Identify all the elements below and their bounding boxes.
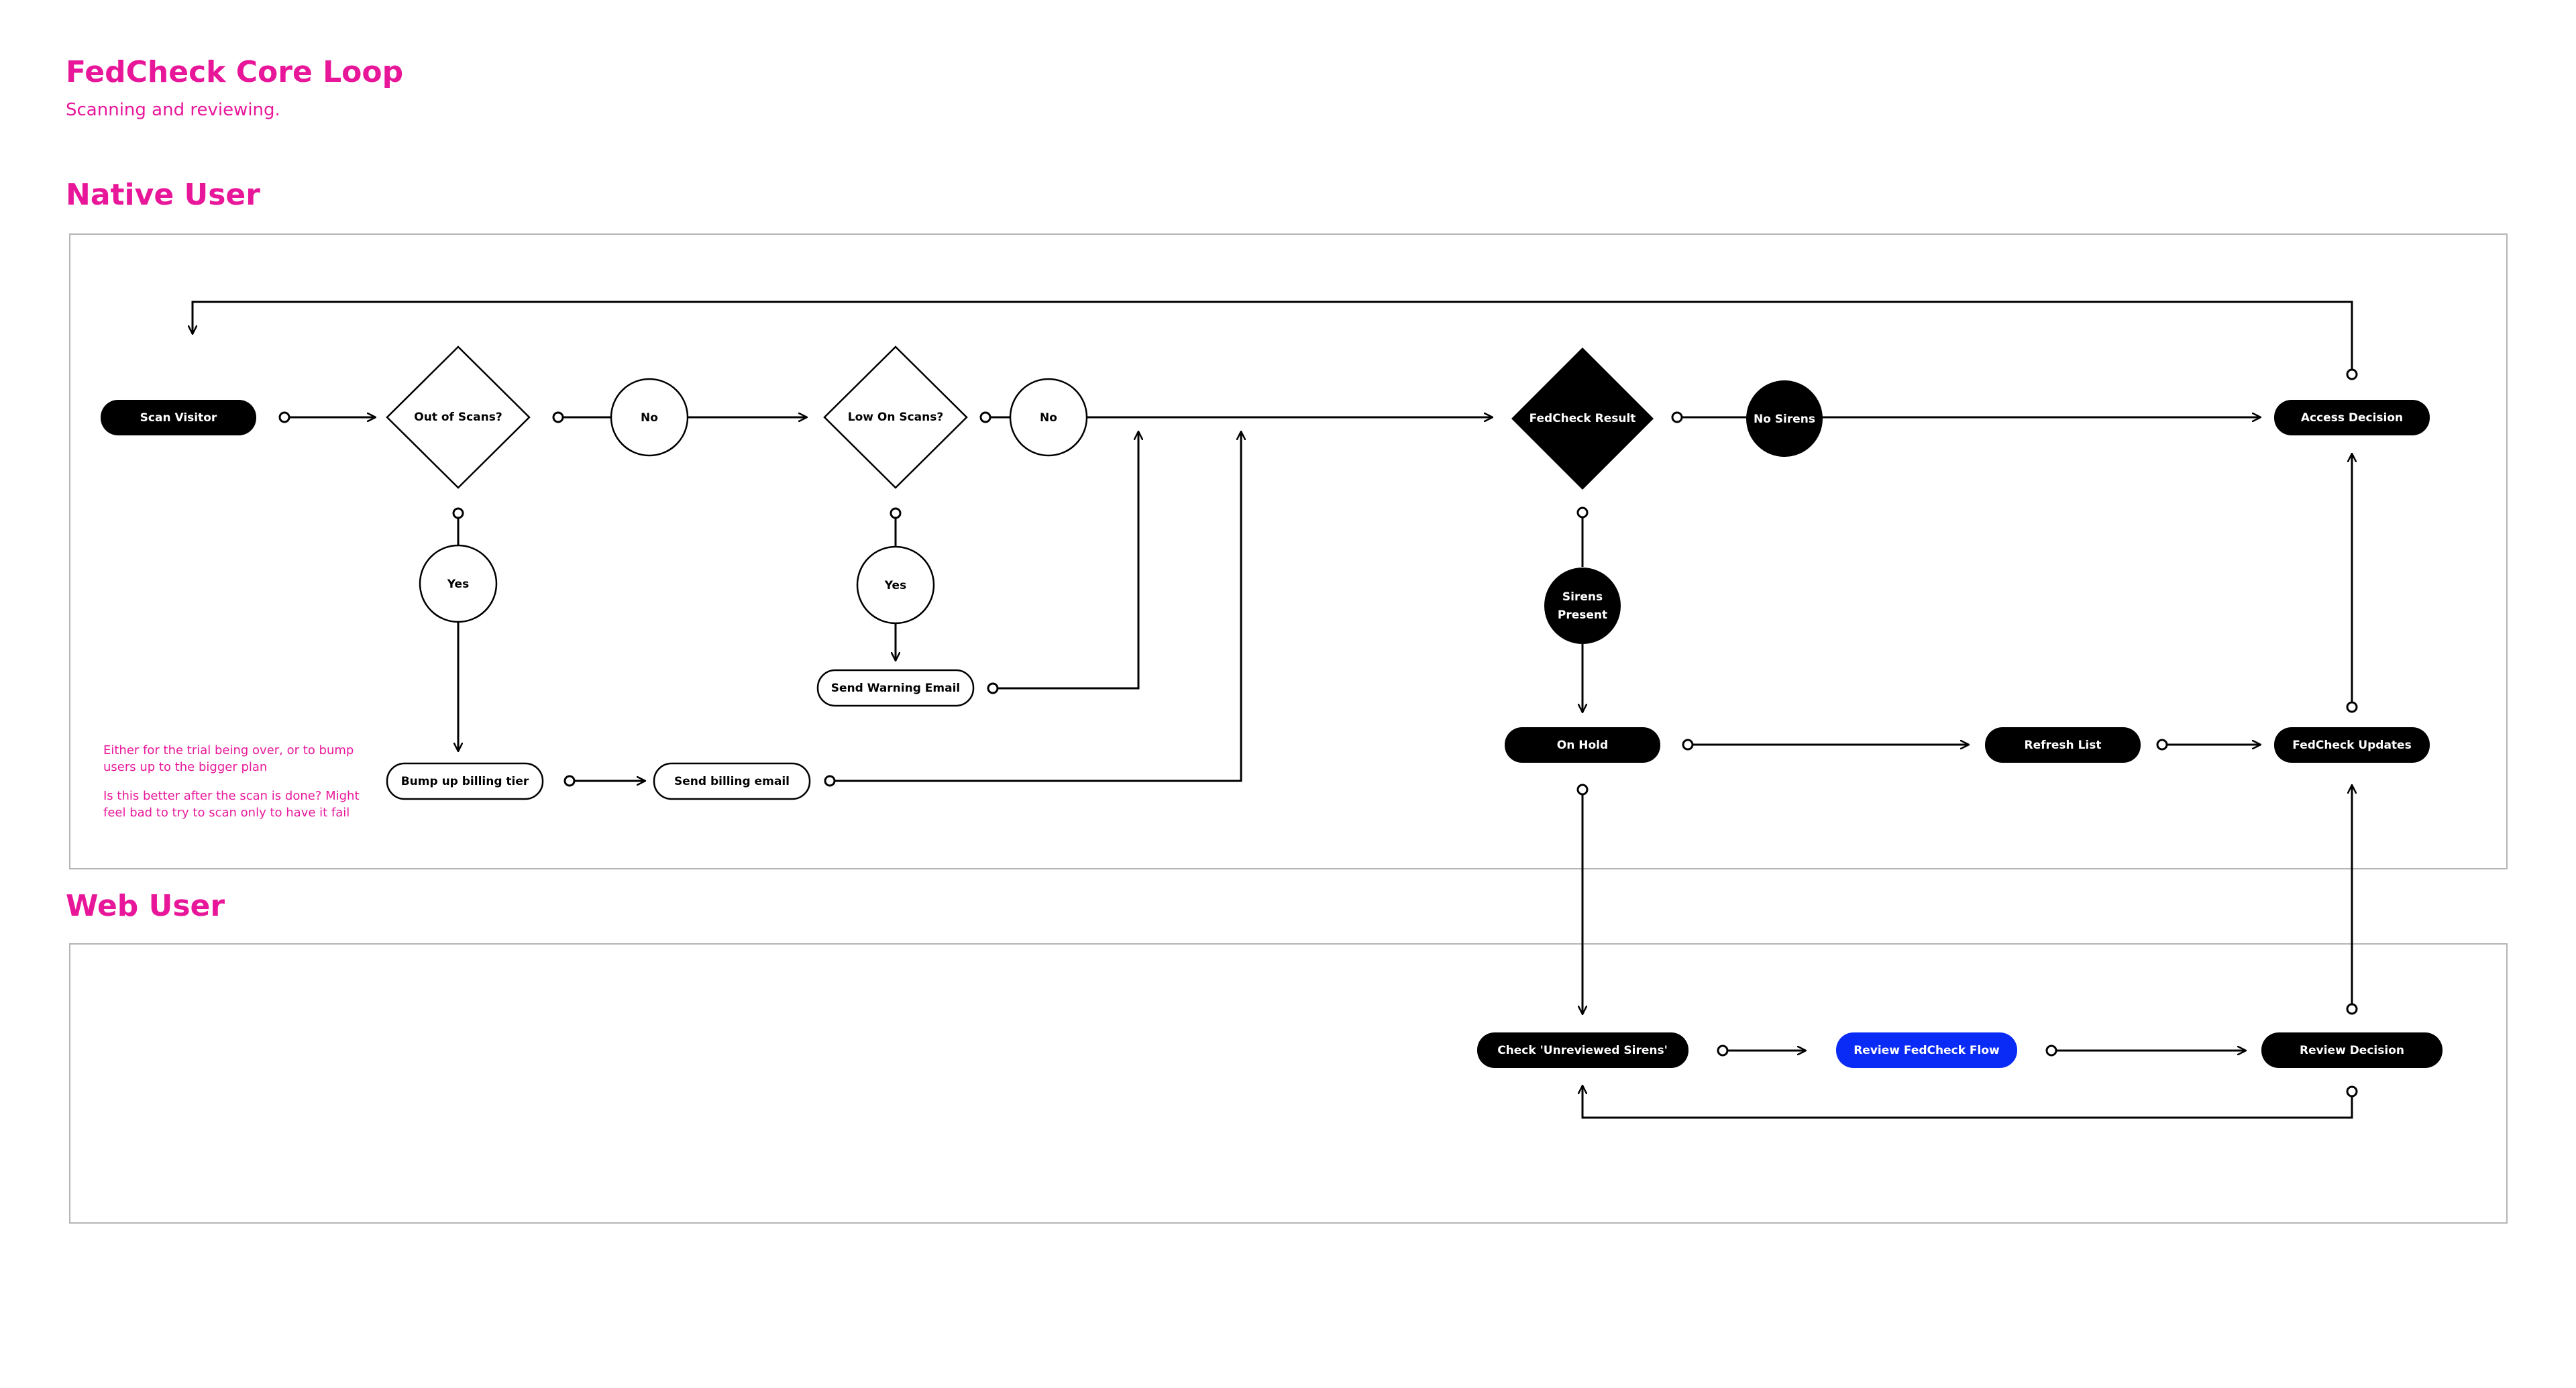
node-label: FedCheck Result <box>1529 412 1636 425</box>
notes: Either for the trial being over, or to b… <box>103 743 360 820</box>
connector <box>1582 1085 2353 1119</box>
port <box>1671 411 1683 423</box>
node-scan-visitor[interactable]: Scan Visitor <box>101 400 256 435</box>
node-label: Bump up billing tier <box>401 775 529 788</box>
node-label: Yes <box>884 579 906 592</box>
page-subtitle: Scanning and reviewing. <box>66 100 280 120</box>
connector-ports <box>278 368 2358 1098</box>
node-fedcheck-updates[interactable]: FedCheck Updates <box>2274 727 2430 763</box>
port <box>1682 739 1694 751</box>
node-label: On Hold <box>1557 739 1608 752</box>
port <box>2346 1085 2358 1098</box>
node-label: Yes <box>447 578 469 591</box>
node-label: Out of Scans? <box>414 411 502 424</box>
node-send-warning-email[interactable]: Send Warning Email <box>816 669 975 707</box>
connector <box>997 431 1138 690</box>
node-label: No <box>1040 411 1057 425</box>
node-bump-billing-tier[interactable]: Bump up billing tier <box>386 762 544 800</box>
node-fedcheck-result-decision[interactable]: FedCheck Result <box>1511 348 1654 490</box>
node-access-decision[interactable]: Access Decision <box>2274 400 2430 435</box>
node-label: Present <box>1558 608 1607 622</box>
node-out-of-scans-decision[interactable]: Out of Scans? <box>386 345 531 489</box>
node-review-fedcheck-flow[interactable]: Review FedCheck Flow <box>1836 1032 2017 1068</box>
connector <box>193 301 2353 373</box>
node-label: Send Warning Email <box>831 682 961 695</box>
connectors <box>193 301 2353 1119</box>
node-label: Send billing email <box>674 775 790 788</box>
port <box>1717 1045 1729 1057</box>
note-text: users up to the bigger plan <box>103 760 267 774</box>
node-label: Low On Scans? <box>848 411 943 424</box>
port <box>979 411 991 423</box>
lane-title-web: Web User <box>66 889 225 923</box>
port <box>564 775 576 787</box>
node-review-decision[interactable]: Review Decision <box>2261 1032 2443 1068</box>
lane-title-native: Native User <box>66 178 260 212</box>
page-title: FedCheck Core Loop <box>66 55 403 89</box>
node-low-on-scans-decision[interactable]: Low On Scans? <box>823 345 968 489</box>
port <box>2346 701 2358 713</box>
port <box>824 775 836 787</box>
lane-native <box>69 233 2508 869</box>
port <box>890 507 902 519</box>
node-label: Check 'Unreviewed Sirens' <box>1497 1044 1668 1057</box>
port <box>987 682 999 694</box>
port <box>452 507 464 519</box>
node-label: Review FedCheck Flow <box>1854 1044 2000 1057</box>
node-yes-out-of-scans[interactable]: Yes <box>419 544 498 623</box>
node-label: Refresh List <box>2025 739 2102 752</box>
node-label: FedCheck Updates <box>2292 739 2411 752</box>
port <box>2156 739 2168 751</box>
note-text: Either for the trial being over, or to b… <box>103 743 354 757</box>
node-label: No <box>641 411 658 425</box>
port <box>2045 1045 2057 1057</box>
node-no-out-of-scans[interactable]: No <box>610 378 689 457</box>
node-label: Sirens <box>1562 590 1603 604</box>
port <box>2346 368 2358 380</box>
note-text: feel bad to try to scan only to have it … <box>103 806 350 820</box>
node-label: Review Decision <box>2300 1044 2404 1057</box>
port <box>1576 506 1589 519</box>
port <box>2346 1003 2358 1015</box>
node-send-billing-email[interactable]: Send billing email <box>653 762 811 800</box>
port <box>552 411 564 423</box>
node-label: Access Decision <box>2301 411 2403 425</box>
port <box>278 411 290 423</box>
node-label: Scan Visitor <box>140 411 217 425</box>
node-yes-low-on-scans[interactable]: Yes <box>856 545 935 625</box>
node-no-low-on-scans[interactable]: No <box>1009 378 1088 457</box>
port <box>1576 784 1589 796</box>
lane-web <box>69 943 2508 1224</box>
node-on-hold[interactable]: On Hold <box>1505 727 1660 763</box>
connector <box>834 431 1241 782</box>
node-sirens-present[interactable]: Sirens Present <box>1544 568 1621 644</box>
note-text: Is this better after the scan is done? M… <box>103 789 360 803</box>
node-check-unreviewed-sirens[interactable]: Check 'Unreviewed Sirens' <box>1477 1032 1688 1068</box>
node-label: No Sirens <box>1754 413 1815 426</box>
node-refresh-list[interactable]: Refresh List <box>1985 727 2141 763</box>
node-no-sirens[interactable]: No Sirens <box>1746 380 1823 457</box>
